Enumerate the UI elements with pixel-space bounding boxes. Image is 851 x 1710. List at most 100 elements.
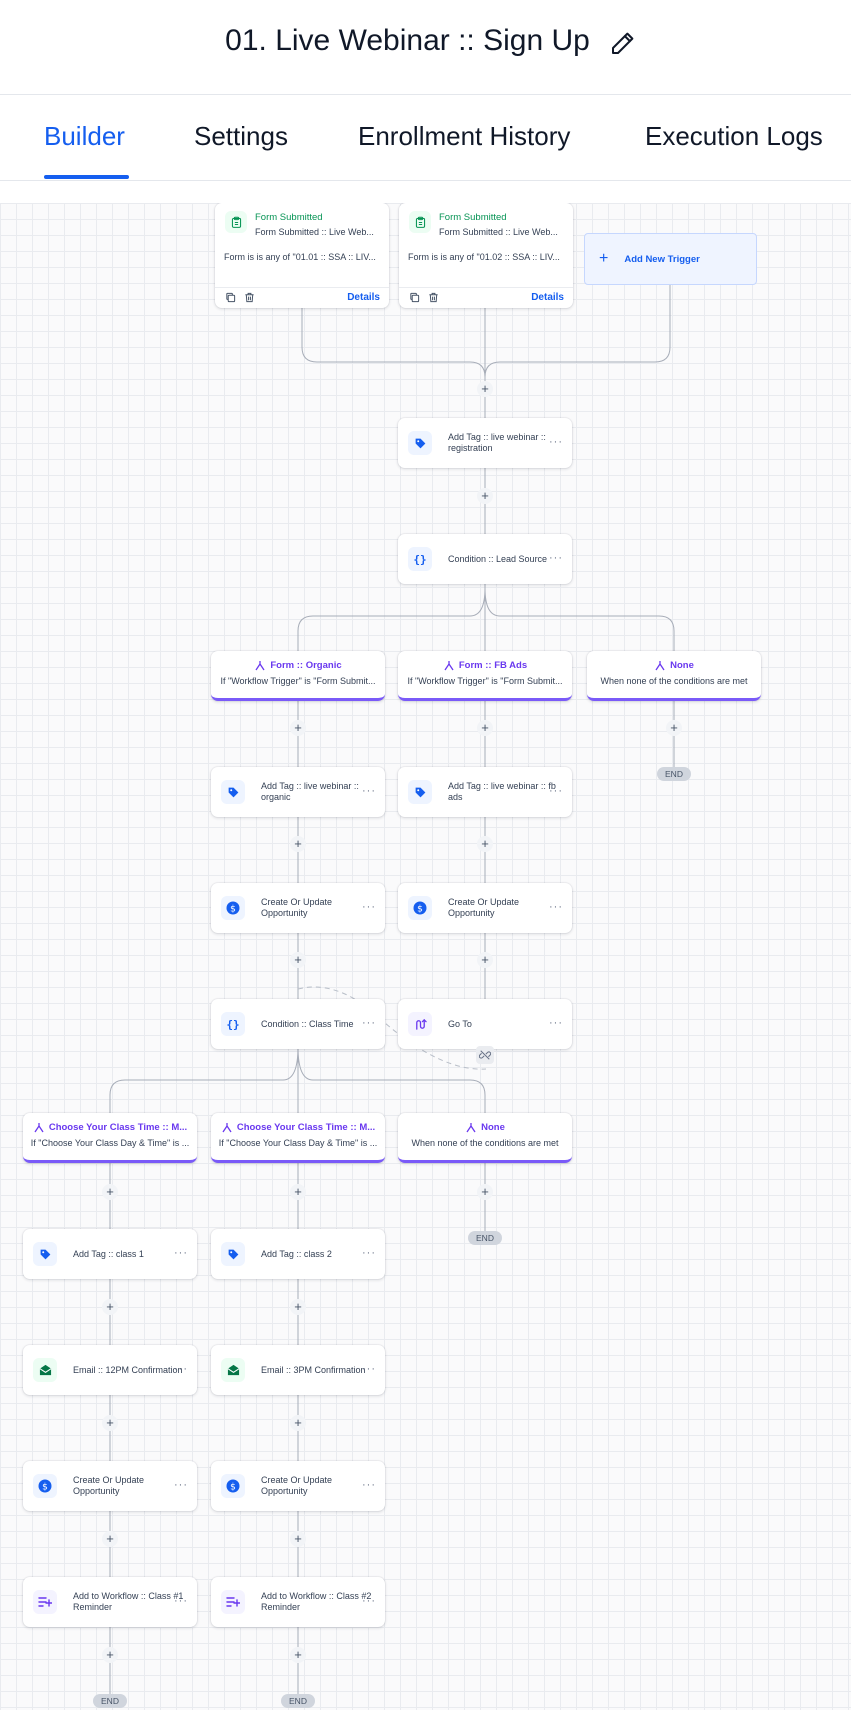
branch-form-fb-ads[interactable]: Form :: FB Ads If "Workflow Trigger" is …: [398, 651, 572, 701]
add-step-button[interactable]: +: [477, 720, 493, 736]
step-label: Add Tag :: live webinar :: fb ads: [448, 781, 556, 802]
more-options-icon[interactable]: ···: [549, 1017, 563, 1029]
step-label: Email :: 3PM Confirmation: [261, 1364, 366, 1375]
more-options-icon[interactable]: ···: [362, 1363, 376, 1375]
envelope-icon: [33, 1358, 57, 1382]
branch-icon: [255, 661, 265, 671]
more-options-icon[interactable]: ···: [362, 1247, 376, 1259]
step-opportunity-organic[interactable]: $ Create Or Update Opportunity ···: [211, 883, 385, 933]
more-options-icon[interactable]: ···: [549, 785, 563, 797]
envelope-icon: [221, 1358, 245, 1382]
dollar-icon: $: [408, 896, 432, 920]
add-step-button[interactable]: +: [290, 1415, 306, 1431]
add-step-button[interactable]: +: [477, 1184, 493, 1200]
workflow-title: 01. Live Webinar :: Sign Up: [225, 24, 590, 57]
step-condition-class-time[interactable]: {} Condition :: Class Time ···: [211, 999, 385, 1049]
details-link[interactable]: Details: [347, 292, 380, 303]
more-options-icon[interactable]: ···: [549, 901, 563, 913]
add-step-button[interactable]: +: [477, 381, 493, 397]
add-step-button[interactable]: +: [290, 1647, 306, 1663]
workflow-canvas[interactable]: Form Submitted Form Submitted :: Live We…: [0, 203, 851, 1710]
step-opportunity-class-1[interactable]: $ Create Or Update Opportunity ···: [23, 1461, 197, 1511]
trigger-title: Form Submitted: [439, 212, 507, 223]
add-step-button[interactable]: +: [102, 1647, 118, 1663]
branch-class-time-2[interactable]: Choose Your Class Time :: M... If "Choos…: [211, 1113, 385, 1163]
end-marker: END: [657, 767, 691, 781]
more-options-icon[interactable]: ···: [174, 1595, 188, 1607]
add-step-button[interactable]: +: [290, 836, 306, 852]
more-options-icon[interactable]: ···: [174, 1479, 188, 1491]
divider: [215, 287, 389, 288]
more-options-icon[interactable]: ···: [362, 1595, 376, 1607]
more-options-icon[interactable]: ···: [362, 785, 376, 797]
active-tab-indicator: [44, 175, 129, 179]
pencil-icon[interactable]: [608, 28, 638, 58]
divider: [399, 287, 573, 288]
curly-braces-icon: {}: [408, 547, 432, 571]
branch-subtitle: When none of the conditions are met: [600, 676, 748, 686]
tab-execution-logs[interactable]: Execution Logs: [645, 121, 823, 151]
step-add-tag-class-2[interactable]: Add Tag :: class 2 ···: [211, 1229, 385, 1279]
copy-icon[interactable]: [225, 292, 236, 303]
branch-none[interactable]: None When none of the conditions are met: [587, 651, 761, 701]
step-email-12pm[interactable]: Email :: 12PM Confirmation ···: [23, 1345, 197, 1395]
more-options-icon[interactable]: ···: [174, 1247, 188, 1259]
add-step-button[interactable]: +: [290, 1531, 306, 1547]
add-step-button[interactable]: +: [102, 1531, 118, 1547]
add-step-button[interactable]: +: [290, 1184, 306, 1200]
trash-icon[interactable]: [428, 292, 439, 303]
step-opportunity-fb[interactable]: $ Create Or Update Opportunity ···: [398, 883, 572, 933]
add-step-button[interactable]: +: [477, 836, 493, 852]
branch-subtitle: If "Choose Your Class Day & Time" is ...: [30, 1138, 190, 1148]
copy-icon[interactable]: [409, 292, 420, 303]
add-step-button[interactable]: +: [477, 952, 493, 968]
tag-icon: [33, 1242, 57, 1266]
more-options-icon[interactable]: ···: [174, 1363, 188, 1375]
more-options-icon[interactable]: ···: [362, 1017, 376, 1029]
add-new-trigger-button[interactable]: + Add New Trigger: [584, 233, 757, 285]
more-options-icon[interactable]: ···: [362, 901, 376, 913]
add-step-button[interactable]: +: [102, 1184, 118, 1200]
step-condition-lead-source[interactable]: {} Condition :: Lead Source ···: [398, 534, 572, 584]
unlink-icon[interactable]: [476, 1046, 494, 1064]
branch-form-organic[interactable]: Form :: Organic If "Workflow Trigger" is…: [211, 651, 385, 701]
trigger-card[interactable]: Form Submitted Form Submitted :: Live We…: [399, 203, 573, 308]
tab-enrollment-history[interactable]: Enrollment History: [358, 121, 571, 151]
step-label: Add Tag :: live webinar :: registration: [448, 432, 546, 453]
add-trigger-label: Add New Trigger: [624, 253, 700, 265]
svg-text:$: $: [230, 905, 236, 915]
more-options-icon[interactable]: ···: [362, 1479, 376, 1491]
add-step-button[interactable]: +: [102, 1415, 118, 1431]
trash-icon[interactable]: [244, 292, 255, 303]
step-go-to[interactable]: Go To ···: [398, 999, 572, 1049]
end-marker: END: [468, 1231, 502, 1245]
step-add-to-workflow-class-1[interactable]: Add to Workflow :: Class #1 Reminder ···: [23, 1577, 197, 1627]
step-email-3pm[interactable]: Email :: 3PM Confirmation ···: [211, 1345, 385, 1395]
add-step-button[interactable]: +: [290, 720, 306, 736]
tab-builder[interactable]: Builder: [44, 121, 125, 151]
add-step-button[interactable]: +: [477, 488, 493, 504]
add-step-button[interactable]: +: [666, 720, 682, 736]
details-link[interactable]: Details: [531, 292, 564, 303]
add-step-button[interactable]: +: [290, 952, 306, 968]
more-options-icon[interactable]: ···: [549, 436, 563, 448]
step-add-tag-class-1[interactable]: Add Tag :: class 1 ···: [23, 1229, 197, 1279]
tab-settings[interactable]: Settings: [194, 121, 288, 151]
step-add-to-workflow-class-2[interactable]: Add to Workflow :: Class #2 Reminder ···: [211, 1577, 385, 1627]
step-add-tag-registration[interactable]: Add Tag :: live webinar :: registration …: [398, 418, 572, 468]
step-add-tag-organic[interactable]: Add Tag :: live webinar :: organic ···: [211, 767, 385, 817]
clipboard-icon: [225, 211, 247, 233]
step-opportunity-class-2[interactable]: $ Create Or Update Opportunity ···: [211, 1461, 385, 1511]
add-step-button[interactable]: +: [102, 1299, 118, 1315]
branch-icon: [444, 661, 454, 671]
branch-class-time-1[interactable]: Choose Your Class Time :: M... If "Choos…: [23, 1113, 197, 1163]
step-add-tag-fb-ads[interactable]: Add Tag :: live webinar :: fb ads ···: [398, 767, 572, 817]
trigger-title: Form Submitted: [255, 212, 323, 223]
step-label: Create Or Update Opportunity: [261, 1475, 333, 1496]
more-options-icon[interactable]: ···: [549, 552, 563, 564]
trigger-filter: Form is is any of "01.01 :: SSA :: LIV..…: [224, 252, 376, 262]
curly-braces-icon: {}: [221, 1012, 245, 1036]
trigger-card[interactable]: Form Submitted Form Submitted :: Live We…: [215, 203, 389, 308]
branch-none[interactable]: None When none of the conditions are met: [398, 1113, 572, 1163]
add-step-button[interactable]: +: [290, 1299, 306, 1315]
